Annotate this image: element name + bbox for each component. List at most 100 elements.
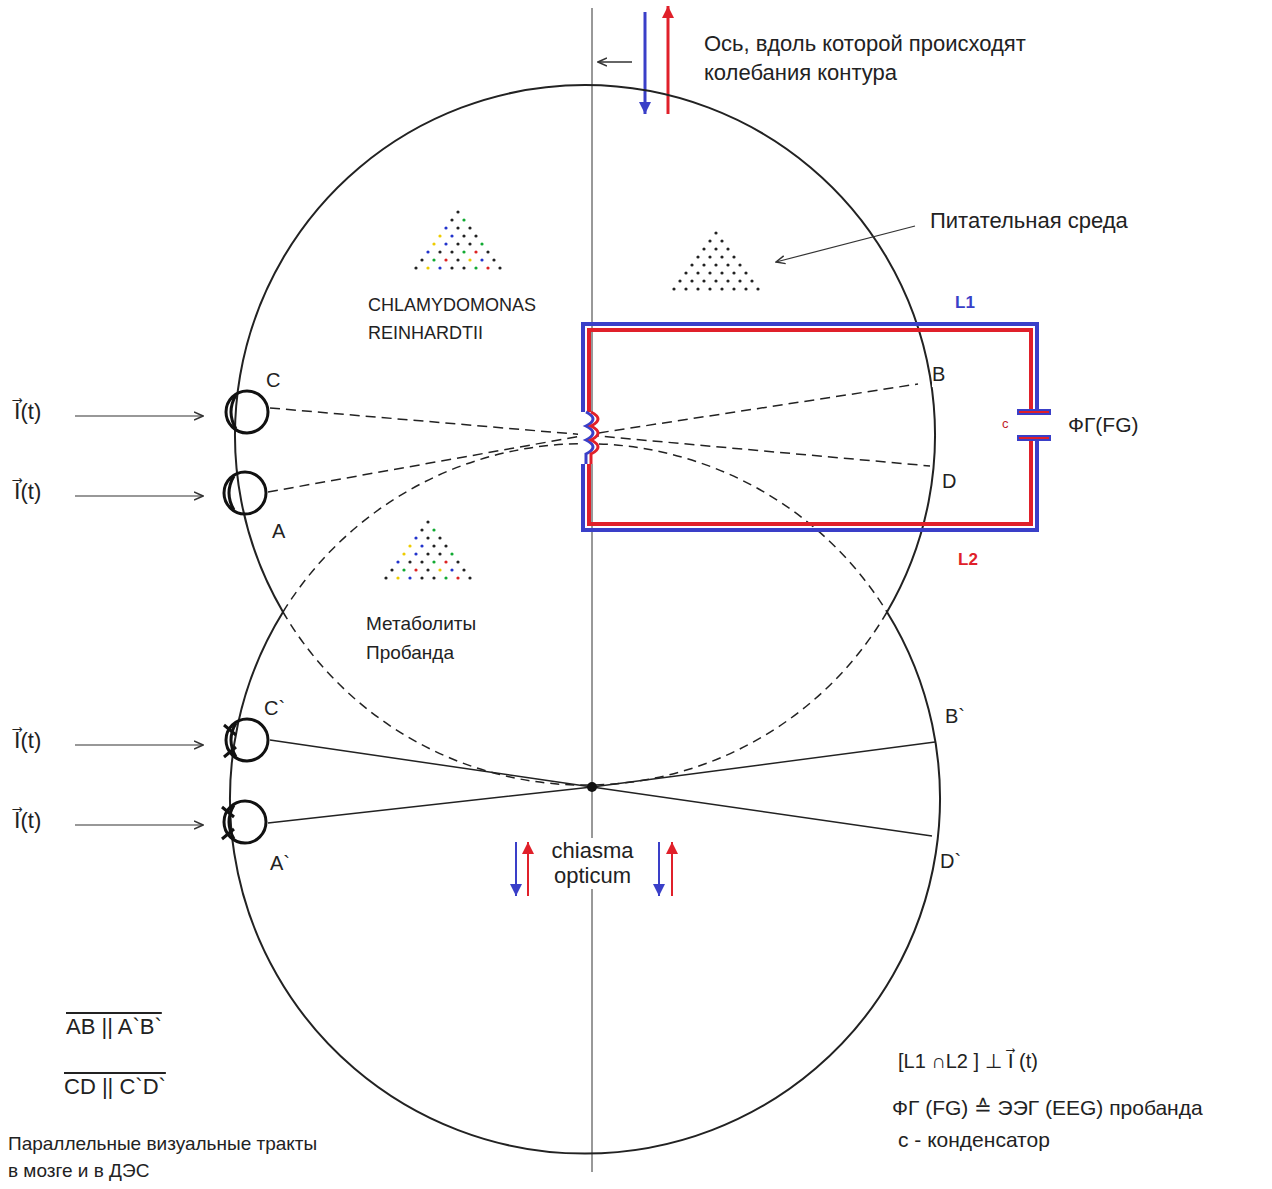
dot [414, 536, 417, 539]
dot [480, 242, 483, 245]
dot [426, 568, 429, 571]
dot [426, 536, 429, 539]
dot [702, 263, 705, 266]
axis-note: Ось, вдоль которой происходят колебания … [704, 30, 1104, 87]
point-label: B` [945, 703, 965, 729]
dot [708, 271, 711, 274]
formula-note: ФГ (FG) ≙ ЭЭГ (EEG) пробанда [892, 1094, 1203, 1121]
dot [732, 255, 735, 258]
intensity-label: I⃗(t) [14, 807, 41, 836]
point-label: A [272, 518, 285, 544]
dot [462, 266, 465, 269]
dot [456, 258, 459, 261]
dot [732, 287, 735, 290]
dot [744, 271, 747, 274]
dot [720, 287, 723, 290]
dot [450, 234, 453, 237]
up-arrow [667, 6, 670, 114]
dot [414, 552, 417, 555]
dot [426, 520, 429, 523]
chiasma-label: chiasma opticum [540, 838, 645, 889]
dot [450, 250, 453, 253]
eyes [222, 391, 268, 843]
dot [426, 266, 429, 269]
down-arrow [644, 12, 647, 114]
dot [702, 279, 705, 282]
legend-note: c - конденсатор [898, 1126, 1050, 1153]
axis-line [592, 8, 593, 1172]
lower-circle [230, 612, 940, 1154]
dot [684, 271, 687, 274]
dot [456, 242, 459, 245]
dot [396, 576, 399, 579]
pointer-arrow [598, 61, 632, 63]
parallel-note: AB || A`B` [66, 1013, 162, 1042]
point-label: B [932, 361, 945, 387]
dot [450, 218, 453, 221]
point-label: C` [264, 695, 285, 721]
dot [738, 279, 741, 282]
dot [468, 242, 471, 245]
dot [732, 271, 735, 274]
dot [474, 234, 477, 237]
dot [444, 544, 447, 547]
capacitor-label: c [1002, 416, 1009, 433]
dot [708, 287, 711, 290]
dot [456, 560, 459, 563]
fg-label: ФГ(FG) [1068, 411, 1139, 438]
dot [744, 287, 747, 290]
dot [696, 287, 699, 290]
tract-ab [268, 384, 918, 492]
intensity-label: I⃗(t) [14, 727, 41, 756]
dot [468, 258, 471, 261]
dot [474, 266, 477, 269]
dot [438, 234, 441, 237]
dot [702, 247, 705, 250]
dot [432, 560, 435, 563]
dot [438, 250, 441, 253]
dot-triangles [384, 210, 759, 579]
caption-note: Параллельные визуальные тракты в мозге и… [8, 1130, 328, 1185]
dot [432, 242, 435, 245]
point-label: D` [940, 848, 961, 874]
dot [456, 576, 459, 579]
tract-cd [270, 408, 930, 466]
light-arrows [75, 416, 203, 825]
medium-label: Питательная среда [930, 207, 1128, 236]
dot [714, 263, 717, 266]
dot [414, 568, 417, 571]
dot [420, 258, 423, 261]
dot [450, 552, 453, 555]
dot [750, 279, 753, 282]
dot [450, 266, 453, 269]
dot [420, 544, 423, 547]
dot [432, 528, 435, 531]
dot [414, 266, 417, 269]
dot [384, 576, 387, 579]
dot [672, 287, 675, 290]
dot [720, 255, 723, 258]
dot [438, 568, 441, 571]
dot [486, 250, 489, 253]
dot [492, 258, 495, 261]
coil-label: L1 [955, 292, 975, 314]
leader-line [776, 226, 915, 262]
dot [720, 239, 723, 242]
chiasma-point [587, 782, 597, 792]
dot [426, 250, 429, 253]
dot [444, 258, 447, 261]
dot [444, 242, 447, 245]
dot [408, 544, 411, 547]
formula-note: [L1 ∩L2 ] ⊥ I⃗ (t) [898, 1048, 1038, 1074]
dot [402, 552, 405, 555]
dot [462, 250, 465, 253]
dot [444, 226, 447, 229]
dot [450, 568, 453, 571]
dot [402, 568, 405, 571]
dot [708, 239, 711, 242]
dot [438, 266, 441, 269]
point-label: A` [270, 850, 290, 876]
dot [720, 271, 723, 274]
